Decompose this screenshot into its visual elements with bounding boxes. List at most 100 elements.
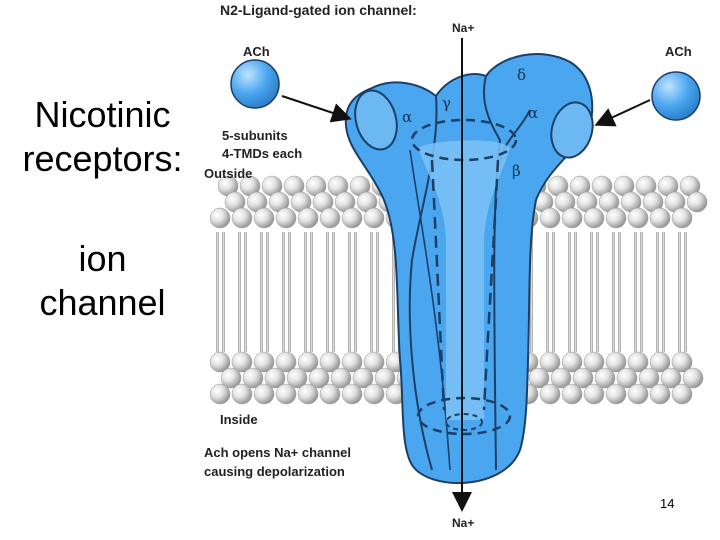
lipid-tail [552, 232, 555, 352]
lipid-head-inner [539, 383, 561, 405]
lipid-tail [288, 232, 291, 352]
lipid-head-inner [671, 351, 693, 373]
binding-site-right [550, 101, 594, 159]
pore-wall-right [482, 159, 500, 411]
lipid-head-inner [231, 351, 253, 373]
lipid-head-outer [275, 207, 297, 229]
lipid-head-inner [297, 383, 319, 405]
note-tmds: 4-TMDs each [222, 146, 302, 161]
lipid-head-inner [319, 351, 341, 373]
subunit-alpha-right: α [528, 104, 538, 122]
lipid-head-inner [308, 367, 330, 389]
lipid-head-inner [275, 351, 297, 373]
lipid-tail [546, 232, 549, 352]
lipid-head-inner [682, 367, 704, 389]
subtitle-channel: channel [39, 282, 166, 323]
lipid-head-inner [363, 383, 385, 405]
lipid-head-inner [297, 351, 319, 373]
lipid-head-inner [319, 383, 341, 405]
lipid-tail [216, 232, 219, 352]
lipid-tail [282, 232, 285, 352]
ach-ligand-left [230, 59, 280, 109]
lipid-tail [590, 232, 593, 352]
lipid-head-outer [363, 207, 385, 229]
title-nicotinic: Nicotinic [34, 94, 171, 135]
lipid-head-inner [275, 383, 297, 405]
lipid-tail [370, 232, 373, 352]
lipid-tail [354, 232, 357, 352]
ion-label-top: Na+ [452, 21, 474, 35]
figure-heading: N2-Ligand-gated ion channel: [220, 2, 417, 18]
subunit-delta: δ [517, 66, 526, 84]
lipid-head-inner [583, 351, 605, 373]
lipid-head-inner [374, 367, 396, 389]
lipid-head-inner [209, 383, 231, 405]
ach-arrow-left [281, 95, 352, 123]
lipid-head-inner [286, 367, 308, 389]
lipid-tail [656, 232, 659, 352]
lipid-head-inner [605, 383, 627, 405]
lipid-head-inner [583, 383, 605, 405]
pore-ring-top [410, 118, 518, 162]
lipid-head-inner [220, 367, 242, 389]
lipid-tail [640, 232, 643, 352]
lipid-tail [304, 232, 307, 352]
pore-wall-left [430, 159, 446, 411]
lipid-tail [392, 232, 395, 352]
lipid-head-inner [352, 367, 374, 389]
lipid-tail [238, 232, 241, 352]
lipid-head-outer [649, 207, 671, 229]
lipid-tail [222, 232, 225, 352]
lipid-head-outer [561, 207, 583, 229]
channel-protein: α γ δ α β [344, 53, 594, 484]
lipid-tail [618, 232, 621, 352]
lipid-tail [244, 232, 247, 352]
lipid-head-inner [253, 351, 275, 373]
ach-arrow-right [594, 99, 651, 127]
lipid-head-inner [330, 367, 352, 389]
subunit-contour-4 [409, 149, 451, 471]
lipid-head-outer [253, 207, 275, 229]
ach-ligand-right [651, 71, 701, 121]
lipid-head-outer [341, 207, 363, 229]
lipid-tail [612, 232, 615, 352]
page-number: 14 [660, 496, 675, 511]
outside-label: Outside [204, 166, 252, 181]
lipid-tail [662, 232, 665, 352]
lipid-head-inner [649, 383, 671, 405]
lipid-head-inner [363, 351, 385, 373]
pore-ring-bottom [416, 396, 512, 436]
lipid-head-outer [627, 207, 649, 229]
pore-ring-inner [445, 413, 483, 431]
lipid-head-outer [686, 191, 708, 213]
lipid-head-inner [572, 367, 594, 389]
lipid-head-inner [671, 383, 693, 405]
note-subunits: 5-subunits [222, 128, 288, 143]
caption-line-2: causing depolarization [204, 464, 345, 479]
lipid-head-outer [583, 207, 605, 229]
lipid-head-inner [341, 383, 363, 405]
lipid-head-inner [231, 383, 253, 405]
lipid-tail [530, 232, 533, 352]
caption-line-1: Ach opens Na+ channel [204, 445, 351, 460]
lipid-tail [332, 232, 335, 352]
lipid-head-inner [660, 367, 682, 389]
lipid-tail [568, 232, 571, 352]
lipid-head-inner [550, 367, 572, 389]
title-line-1: Nicotinic receptors: [0, 93, 205, 181]
ach-label-right: ACh [665, 44, 692, 59]
pore-funnel [418, 140, 510, 420]
lipid-tail [678, 232, 681, 352]
lipid-head-inner [561, 383, 583, 405]
subunit-gamma: γ [442, 94, 451, 112]
lipid-tail [634, 232, 637, 352]
lipid-tail [596, 232, 599, 352]
lipid-head-inner [209, 351, 231, 373]
subunit-beta: β [512, 162, 521, 180]
lipid-head-outer [671, 207, 693, 229]
lipid-tail [326, 232, 329, 352]
lipid-head-inner [605, 351, 627, 373]
lipid-tail [348, 232, 351, 352]
lipid-head-outer [209, 207, 231, 229]
